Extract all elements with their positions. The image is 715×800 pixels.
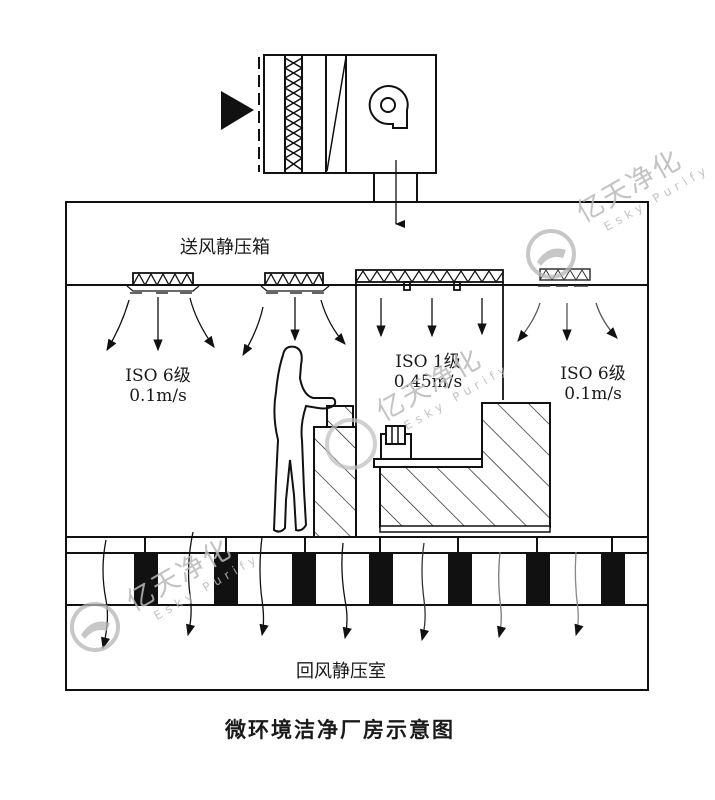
intake-arrow-icon xyxy=(221,91,254,130)
return-airflow-arrows xyxy=(101,531,584,650)
watermark-logo-icon xyxy=(70,229,576,652)
zone-left-class: ISO 6级 xyxy=(125,366,191,386)
figure-caption: 微环境洁净厂房示意图 xyxy=(225,718,455,742)
zone-center-class: ISO 1级 xyxy=(395,352,461,372)
airflow-arrows xyxy=(106,297,618,357)
zone-right-label: ISO 6级 0.1m/s xyxy=(533,364,653,405)
zone-left-label: ISO 6级 0.1m/s xyxy=(98,366,218,407)
zone-right-velocity: 0.1m/s xyxy=(564,384,622,405)
hepa-filter-unit xyxy=(126,272,200,294)
hepa-filter-unit xyxy=(260,272,330,294)
zone-right-class: ISO 6级 xyxy=(560,364,626,384)
centrifugal-fan-icon xyxy=(368,85,409,129)
zone-center-velocity: 0.45m/s xyxy=(393,372,463,393)
ulpa-filter-ceiling xyxy=(355,269,504,537)
zone-center-label: ISO 1级 0.45m/s xyxy=(368,352,488,393)
process-tool-right xyxy=(373,402,551,533)
floor-grating-slats xyxy=(134,553,625,605)
supply-plenum-label: 送风静压箱 xyxy=(180,237,270,258)
operator-figure xyxy=(272,345,337,533)
raised-floor xyxy=(66,536,648,606)
air-handling-unit xyxy=(258,54,437,202)
zone-left-velocity: 0.1m/s xyxy=(129,386,187,407)
return-plenum-label: 回风静压室 xyxy=(296,661,386,682)
